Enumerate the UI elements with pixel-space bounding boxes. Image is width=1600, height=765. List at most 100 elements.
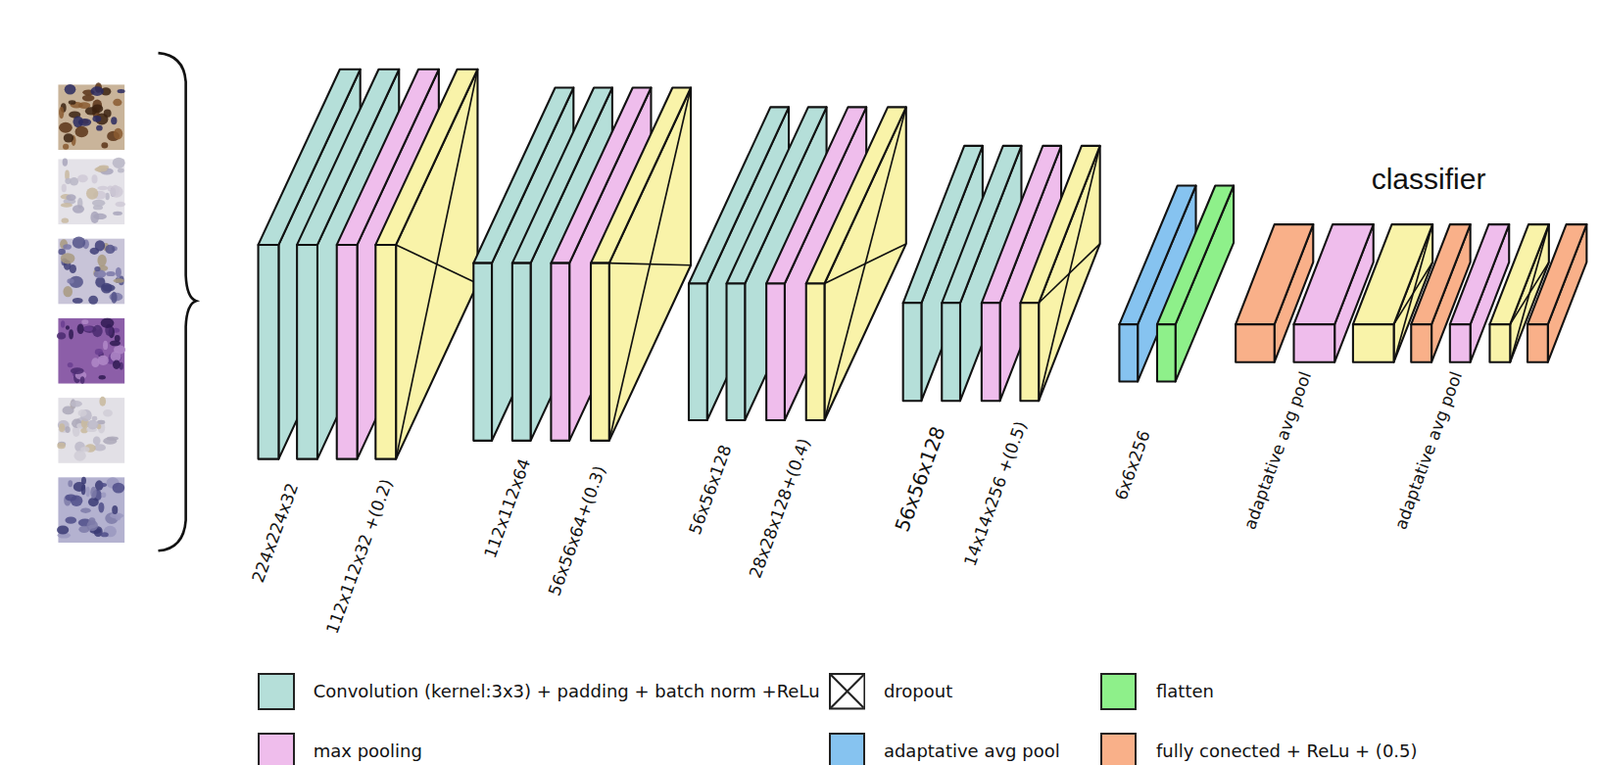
cell (93, 436, 101, 446)
layer-dimension: 6x6x256 (1112, 428, 1155, 503)
cell (117, 89, 126, 94)
image-ground (57, 477, 125, 543)
slab-front (981, 302, 1001, 401)
cell (64, 84, 77, 95)
layer-dimension: 28x28x128+(0.4) (745, 436, 814, 582)
legend-text: max pooling (313, 740, 423, 763)
cell (56, 525, 69, 534)
cell (61, 184, 67, 194)
slab-front (1450, 324, 1471, 363)
slab-top (375, 69, 478, 245)
curly-bracket (158, 52, 197, 551)
cell (68, 99, 77, 105)
layer-slab (296, 69, 399, 460)
cell (95, 277, 105, 289)
cell (78, 409, 88, 417)
slab-top (1527, 224, 1587, 325)
cell (105, 436, 118, 440)
layer-dimension: adaptative avg pool (1391, 369, 1466, 533)
cell (92, 115, 101, 123)
layer-slab (512, 88, 613, 441)
layer-slab (473, 88, 574, 441)
image-ground (57, 84, 125, 150)
cell (72, 297, 84, 304)
cell (65, 193, 76, 201)
cell (73, 450, 86, 462)
cell (56, 332, 66, 340)
cell (115, 267, 122, 278)
cell (112, 211, 123, 216)
cell (96, 254, 106, 267)
cell (102, 409, 113, 417)
layer-slab (1157, 186, 1234, 383)
cell (62, 144, 69, 150)
cell (94, 270, 106, 280)
cell (100, 318, 115, 329)
cell (60, 320, 65, 328)
cell (68, 329, 74, 340)
slab-front (1235, 324, 1275, 363)
slab-front (550, 263, 570, 441)
cell (90, 86, 103, 97)
dropout-cross (1038, 145, 1100, 401)
slab-top (806, 106, 907, 284)
tissue-image (57, 237, 125, 305)
legend-text: flatten (1156, 680, 1214, 703)
cell (96, 420, 105, 425)
cell (70, 400, 83, 407)
cell (65, 325, 70, 330)
layer-dimension: 224x224x32 (248, 480, 302, 585)
slab-front (473, 263, 492, 441)
cell (87, 420, 98, 431)
cell (75, 126, 90, 138)
cell (98, 164, 109, 169)
tissue-image (56, 396, 125, 464)
cell (102, 340, 108, 350)
cell (104, 193, 109, 200)
slab-front (337, 244, 358, 460)
cell (110, 116, 117, 125)
tissue-image (57, 157, 126, 225)
cell (56, 442, 66, 449)
cell (100, 142, 108, 148)
slab-front (1527, 324, 1549, 363)
cell (67, 480, 73, 487)
slab-front (258, 244, 280, 460)
cell (62, 286, 73, 297)
slab-front (296, 244, 318, 460)
legend-swatch (828, 732, 866, 765)
cell (86, 187, 98, 199)
cell (113, 128, 123, 141)
cell (96, 186, 108, 191)
slab-front (1353, 324, 1395, 363)
symbol-box (829, 674, 865, 709)
layer-dimension: 56x56x128 (685, 442, 735, 537)
cell (113, 278, 125, 284)
slab-top (590, 88, 691, 264)
slab-front (688, 283, 708, 421)
cell (115, 201, 126, 207)
image-ground (57, 318, 125, 385)
cell (72, 204, 85, 213)
cell (60, 252, 76, 264)
legend-text: dropout (883, 680, 953, 703)
legend-swatch (257, 673, 294, 710)
slab-front (1118, 324, 1138, 382)
cell (98, 375, 106, 380)
cell (117, 168, 125, 174)
cell (88, 497, 99, 507)
cell (103, 109, 112, 118)
slab-front (903, 302, 922, 401)
slab-front (375, 244, 396, 460)
slab-front (806, 283, 825, 421)
cell (92, 416, 97, 422)
legend-swatch (257, 732, 294, 765)
tissue-image (57, 82, 125, 150)
cell (80, 376, 86, 384)
cell (58, 106, 64, 119)
dropout-layer (590, 88, 691, 441)
cell (95, 240, 105, 251)
slab-front (590, 263, 610, 441)
cell (100, 491, 106, 498)
